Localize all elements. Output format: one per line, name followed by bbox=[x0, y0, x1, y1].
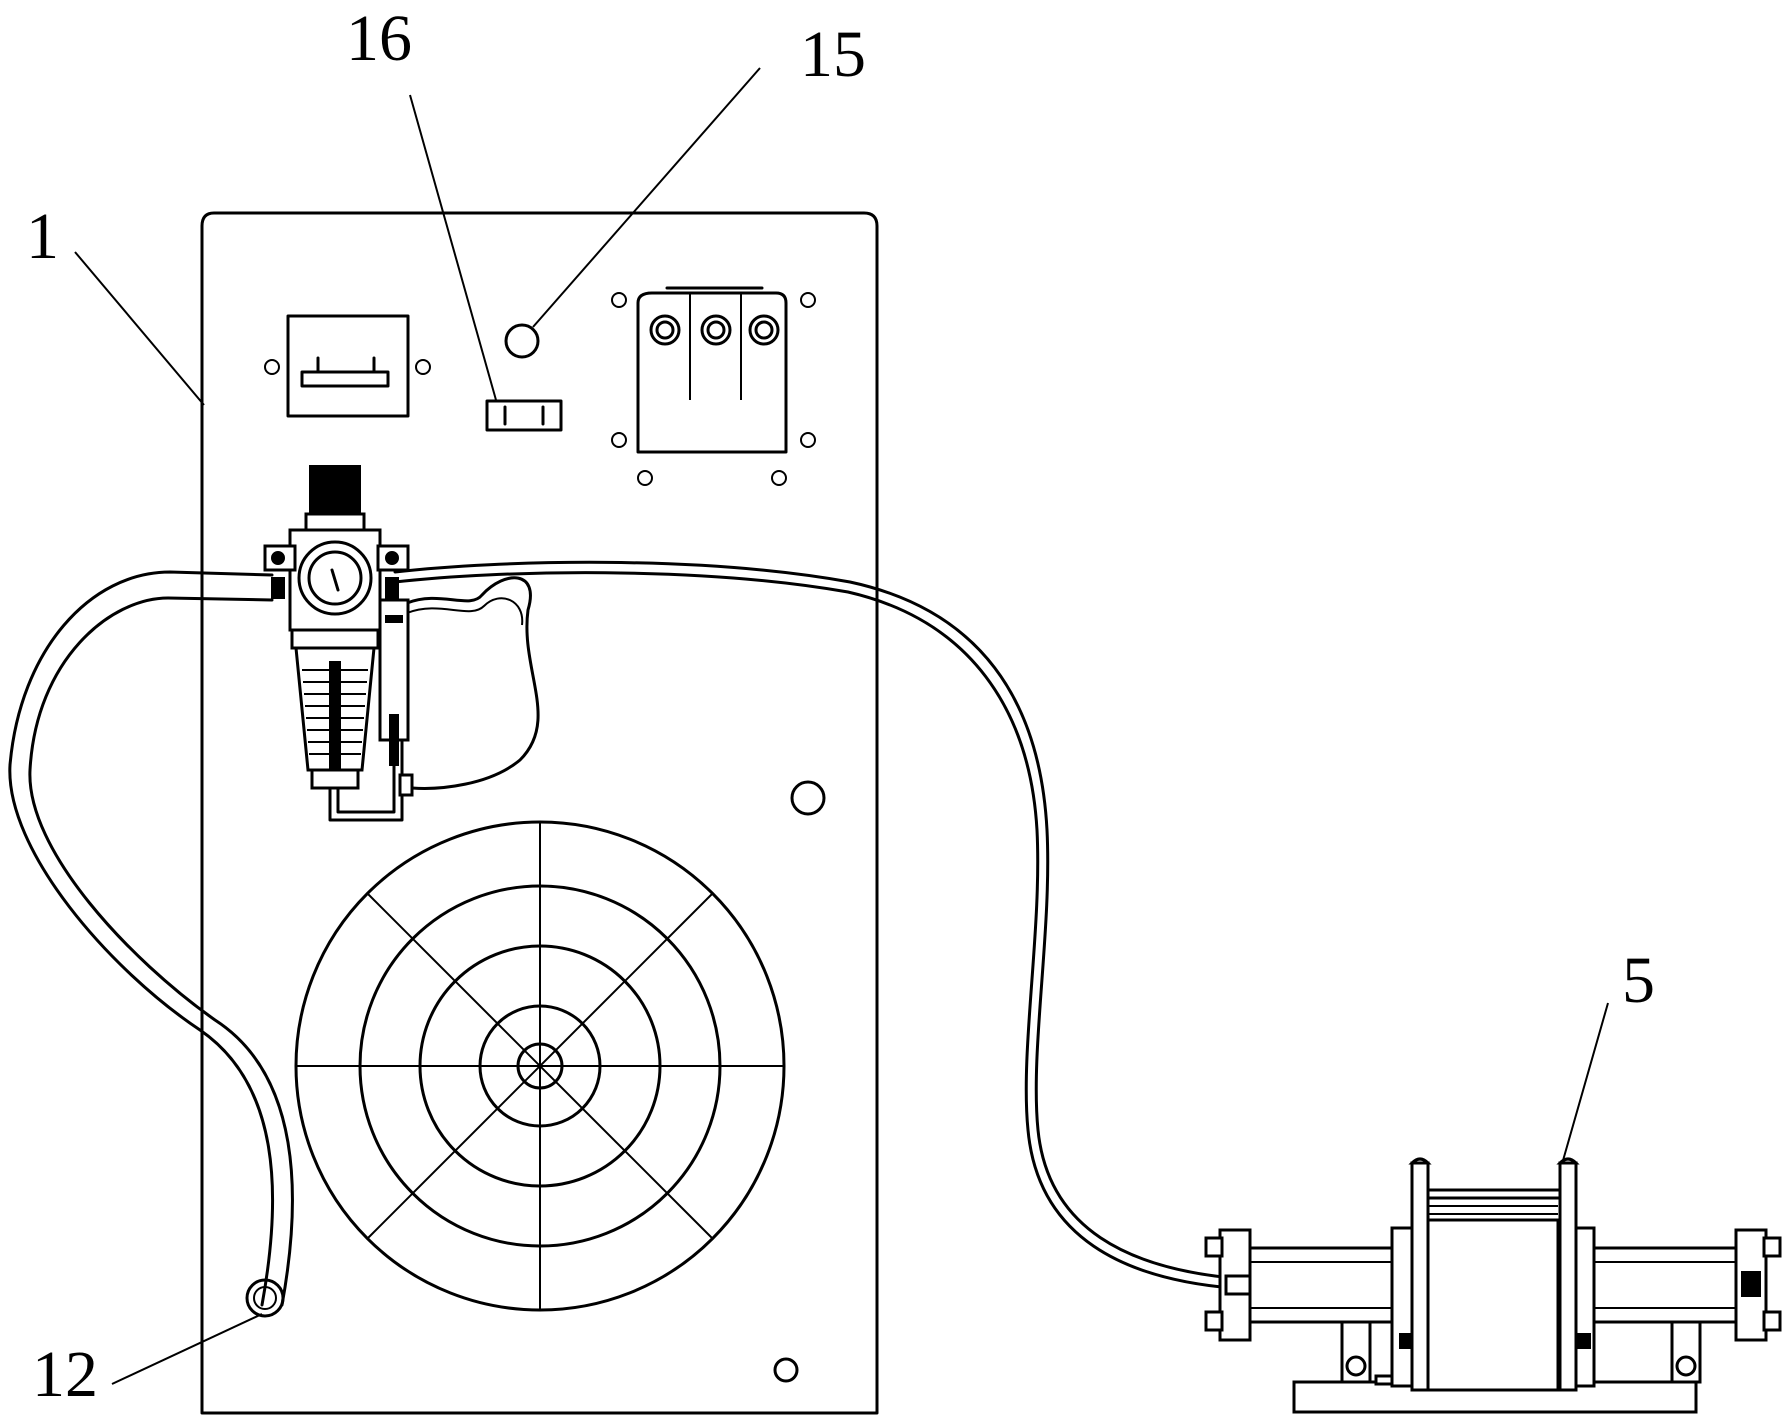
leader-line bbox=[74, 251, 205, 406]
pump-hose bbox=[393, 560, 1234, 1290]
leader-line bbox=[532, 67, 761, 328]
panel-hole bbox=[773, 1357, 799, 1383]
indicator-light bbox=[504, 323, 540, 359]
relief-line bbox=[405, 576, 540, 790]
label-power-switch: 16 bbox=[346, 2, 412, 75]
circuit-breaker bbox=[611, 286, 816, 486]
leader-line bbox=[1561, 1002, 1609, 1165]
filter-regulator bbox=[263, 465, 414, 822]
panel-hole bbox=[790, 780, 826, 816]
label-booster-pump: 5 bbox=[1622, 944, 1655, 1017]
fan-guard bbox=[294, 820, 786, 1312]
booster-pump bbox=[1204, 1157, 1782, 1414]
socket bbox=[264, 314, 431, 418]
power-switch bbox=[485, 399, 563, 432]
label-panel: 1 bbox=[26, 200, 59, 273]
leader-line bbox=[111, 1313, 263, 1385]
leader-line bbox=[409, 94, 497, 401]
relief-line bbox=[406, 597, 524, 626]
panel-outline bbox=[200, 211, 879, 1415]
label-indicator-light: 15 bbox=[800, 18, 866, 91]
air-hose bbox=[8, 570, 294, 1318]
label-air-hose-inlet: 12 bbox=[32, 1338, 98, 1411]
